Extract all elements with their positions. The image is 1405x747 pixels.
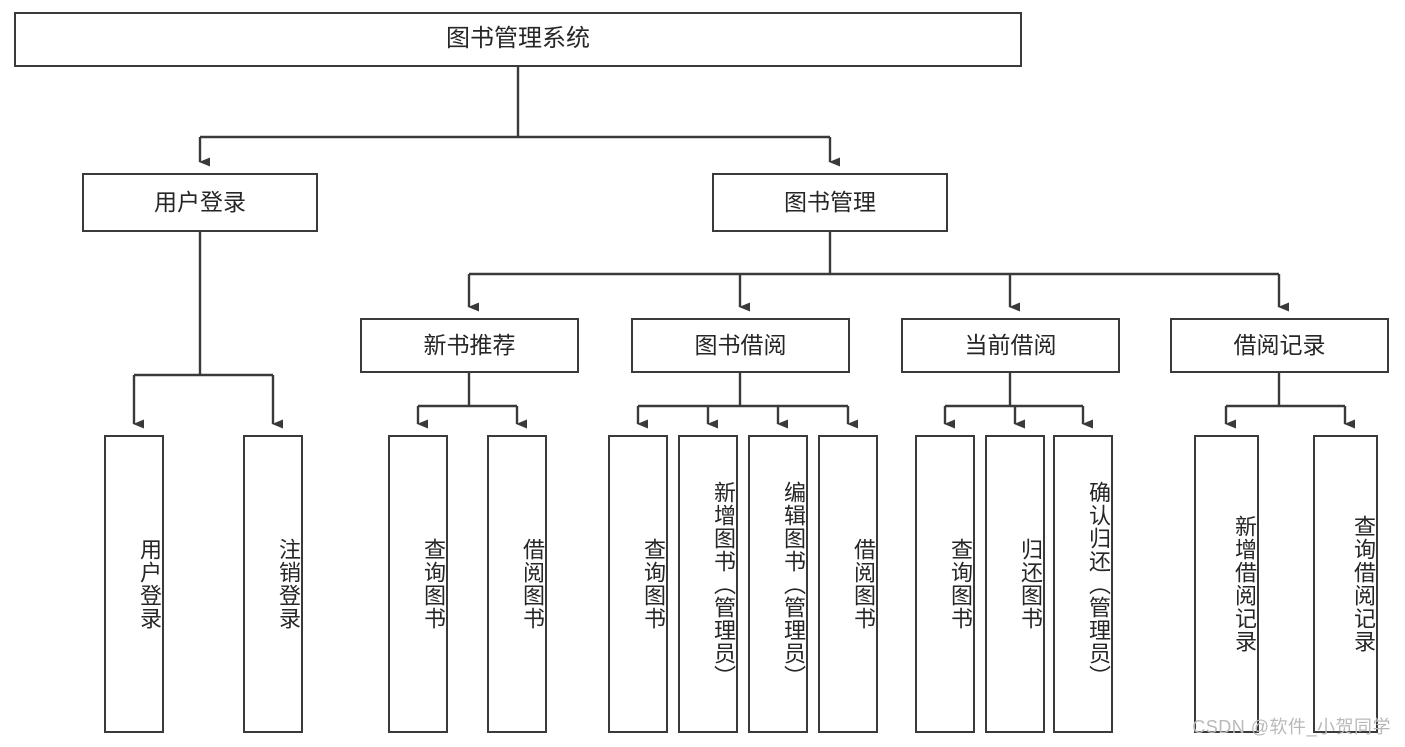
node-leaf-query-book-1[interactable]: 查询图书 — [388, 435, 448, 733]
node-borrow-record[interactable]: 借阅记录 — [1170, 318, 1389, 373]
node-leaf-confirm-return[interactable]: 确认归还（管理员） — [1053, 435, 1113, 733]
node-root[interactable]: 图书管理系统 — [14, 12, 1022, 67]
node-leaf-query-book-3[interactable]: 查询图书 — [915, 435, 975, 733]
csdn-watermark: CSDN @软件_小贺同学 — [1192, 717, 1391, 737]
node-label: 借阅图书 — [520, 538, 545, 630]
node-book-manage[interactable]: 图书管理 — [712, 173, 948, 232]
node-leaf-add-book[interactable]: 新增图书（管理员） — [678, 435, 738, 733]
node-label: 用户登录 — [154, 188, 246, 215]
node-user-login[interactable]: 用户登录 — [82, 173, 318, 232]
node-label: 新增图书（管理员） — [711, 480, 736, 688]
node-label: 当前借阅 — [964, 331, 1057, 358]
node-label: 新书推荐 — [423, 331, 516, 358]
node-label: 确认归还（管理员） — [1086, 480, 1111, 688]
node-leaf-borrow-book-2[interactable]: 借阅图书 — [818, 435, 878, 733]
node-label: 查询图书 — [948, 538, 973, 630]
node-label: 图书管理系统 — [446, 25, 590, 53]
node-label: 新增借阅记录 — [1232, 515, 1257, 653]
node-label: 借阅图书 — [851, 538, 876, 630]
node-label: 注销登录 — [276, 538, 301, 630]
node-label: 图书管理 — [784, 188, 876, 215]
node-leaf-user-login[interactable]: 用户登录 — [104, 435, 164, 733]
node-label: 编辑图书（管理员） — [781, 480, 806, 688]
node-label: 用户登录 — [137, 538, 162, 630]
node-current-borrow[interactable]: 当前借阅 — [901, 318, 1120, 373]
node-new-book-recommend[interactable]: 新书推荐 — [360, 318, 579, 373]
node-label: 查询借阅记录 — [1351, 515, 1376, 653]
node-leaf-edit-book[interactable]: 编辑图书（管理员） — [748, 435, 808, 733]
node-leaf-query-borrow-record[interactable]: 查询借阅记录 — [1313, 435, 1378, 733]
node-leaf-logout[interactable]: 注销登录 — [243, 435, 303, 733]
node-label: 借阅记录 — [1233, 331, 1326, 358]
node-label: 图书借阅 — [694, 331, 787, 358]
node-leaf-add-borrow-record[interactable]: 新增借阅记录 — [1194, 435, 1259, 733]
node-book-borrow[interactable]: 图书借阅 — [631, 318, 850, 373]
node-leaf-borrow-book-1[interactable]: 借阅图书 — [487, 435, 547, 733]
node-leaf-return-book[interactable]: 归还图书 — [985, 435, 1045, 733]
node-label: 查询图书 — [641, 538, 666, 630]
node-leaf-query-book-2[interactable]: 查询图书 — [608, 435, 668, 733]
node-label: 查询图书 — [421, 538, 446, 630]
node-label: 归还图书 — [1018, 538, 1043, 630]
